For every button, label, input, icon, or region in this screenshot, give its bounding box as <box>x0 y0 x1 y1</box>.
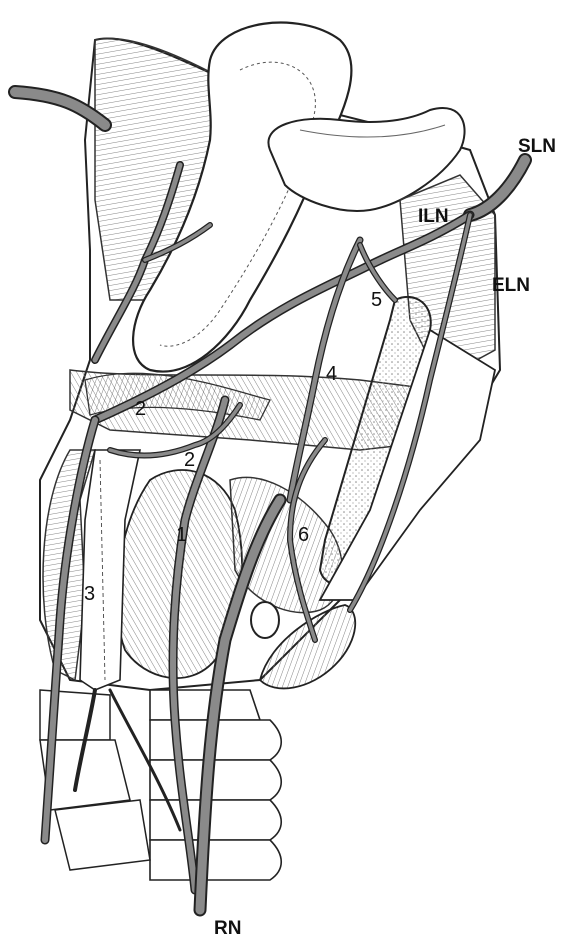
small-ring <box>251 602 279 638</box>
label-4: 4 <box>326 363 337 385</box>
label-1: 1 <box>176 524 187 546</box>
label-eln: ELN <box>492 275 530 296</box>
label-5: 5 <box>371 289 382 311</box>
label-2-lower: 2 <box>184 449 195 471</box>
label-2-upper: 2 <box>135 398 146 420</box>
label-sln: SLN <box>518 136 556 157</box>
label-rn: RN <box>214 918 241 939</box>
label-3: 3 <box>84 583 95 605</box>
label-iln: ILN <box>418 206 449 227</box>
label-6: 6 <box>298 524 309 546</box>
